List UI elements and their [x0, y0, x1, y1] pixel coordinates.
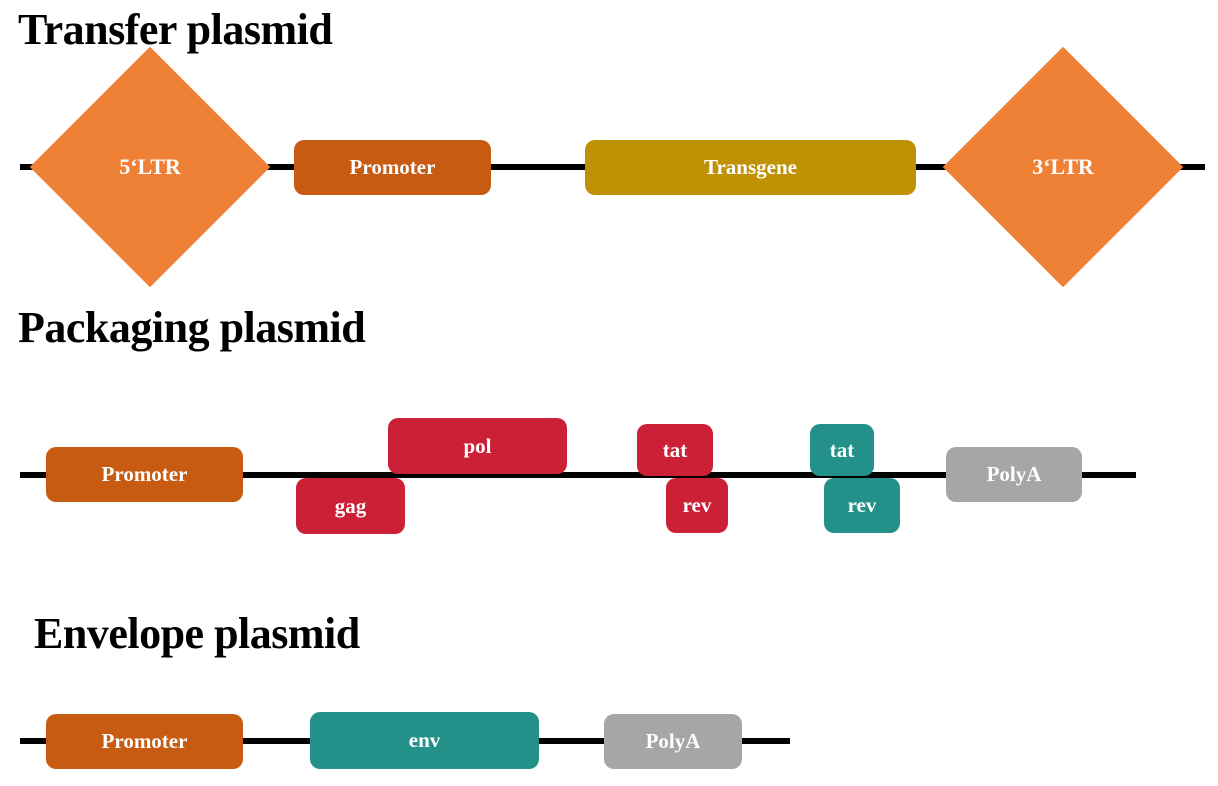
envelope-plasmid-heading: Envelope plasmid — [34, 609, 360, 658]
packaging-feature-rev-red[interactable]: rev — [666, 478, 728, 533]
packaging-feature-pol[interactable]: pol — [388, 418, 567, 474]
envelope-feature-promoter-label: Promoter — [101, 729, 188, 753]
packaging-feature-tat-red-label: tat — [662, 437, 688, 462]
envelope-feature-polya-label: PolyA — [645, 729, 701, 753]
packaging-feature-rev-red-label: rev — [682, 493, 712, 517]
envelope-feature-env[interactable]: env — [310, 712, 539, 769]
packaging-feature-tat-teal[interactable]: tat — [810, 424, 874, 476]
packaging-feature-polya[interactable]: PolyA — [946, 447, 1082, 502]
transfer-plasmid-heading: Transfer plasmid — [18, 5, 333, 54]
packaging-feature-promoter[interactable]: Promoter — [46, 447, 243, 502]
envelope-feature-promoter[interactable]: Promoter — [46, 714, 243, 769]
transfer-feature-3ltr[interactable]: 3‘LTR — [942, 46, 1184, 288]
packaging-feature-promoter-label: Promoter — [101, 462, 188, 486]
envelope-feature-polya[interactable]: PolyA — [604, 714, 742, 769]
transfer-feature-3ltr-label: 3‘LTR — [1032, 154, 1094, 179]
envelope-feature-env-label: env — [408, 728, 441, 752]
packaging-feature-rev-teal-label: rev — [847, 493, 877, 517]
transfer-feature-transgene-label: Transgene — [704, 155, 797, 179]
packaging-feature-gag[interactable]: gag — [296, 478, 405, 534]
transfer-feature-promoter-label: Promoter — [349, 155, 436, 179]
packaging-feature-tat-red[interactable]: tat — [637, 424, 713, 476]
packaging-plasmid-heading: Packaging plasmid — [18, 303, 366, 352]
packaging-feature-gag-label: gag — [334, 493, 367, 518]
transfer-feature-5ltr[interactable]: 5‘LTR — [29, 46, 271, 288]
packaging-feature-rev-teal[interactable]: rev — [824, 478, 900, 533]
packaging-feature-tat-teal-label: tat — [829, 437, 855, 462]
packaging-feature-polya-label: PolyA — [986, 462, 1042, 486]
packaging-feature-pol-label: pol — [463, 433, 492, 458]
transfer-feature-transgene[interactable]: Transgene — [585, 140, 916, 195]
transfer-feature-promoter[interactable]: Promoter — [294, 140, 491, 195]
transfer-feature-5ltr-label: 5‘LTR — [119, 154, 181, 179]
packaging-plasmid-backbone — [20, 472, 1136, 478]
